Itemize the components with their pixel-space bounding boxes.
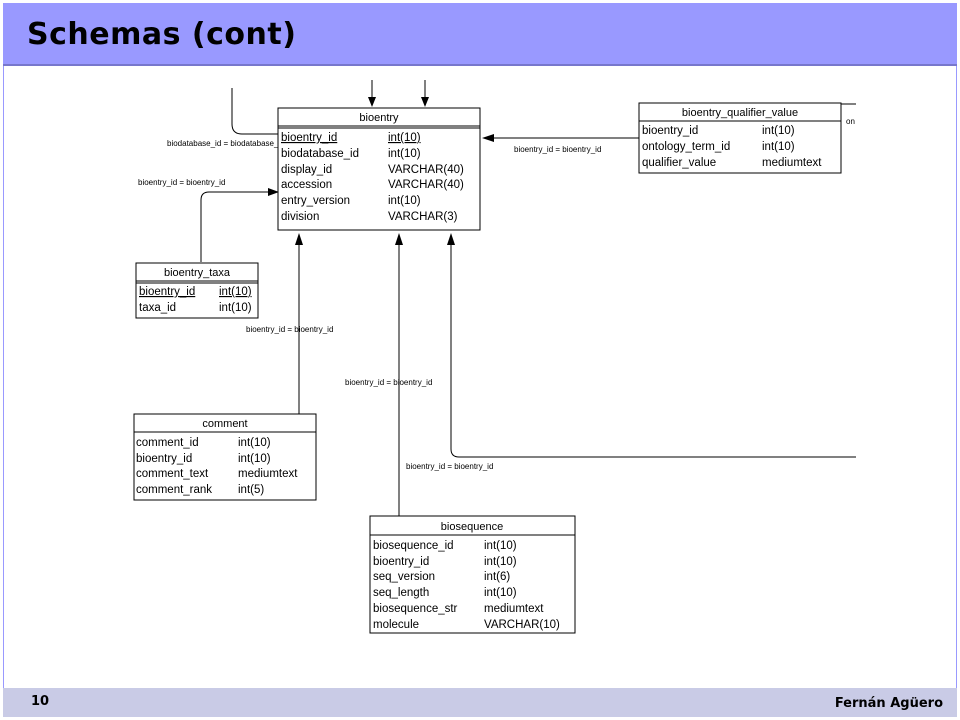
entity-bioentry-qualifier-value: bioentry_qualifier_value bioentry_id int… (638, 102, 842, 174)
entity-title: biosequence (441, 521, 503, 533)
column-name: molecule (373, 619, 419, 631)
arrowhead-offscreen (447, 233, 455, 245)
column-type: mediumtext (762, 157, 822, 169)
column-type: mediumtext (484, 603, 544, 615)
column-type: int(10) (388, 132, 421, 144)
entity-title: bioentry_qualifier_value (682, 107, 798, 119)
column-type: int(10) (238, 437, 271, 449)
column-name: seq_length (373, 587, 429, 599)
relationship-label-qualifier: bioentry_id = bioentry_id (514, 145, 601, 154)
page-number: 10 (31, 694, 50, 709)
column-name: entry_version (281, 195, 350, 207)
column-name: qualifier_value (642, 157, 716, 169)
left-border (3, 66, 4, 688)
relationship-label-truncated: on (846, 117, 855, 126)
column-name: division (281, 211, 319, 223)
column-name: accession (281, 179, 332, 191)
slide-title: Schemas (cont) (27, 17, 297, 52)
entity-biosequence: biosequence biosequence_id int(10) bioen… (369, 515, 576, 634)
entity-bioentry: bioentry bioentry_id int(10) biodatabase… (277, 107, 481, 231)
column-name: comment_id (136, 437, 199, 449)
column-name: taxa_id (139, 302, 176, 314)
arrowhead-qualifier (482, 134, 494, 142)
column-name: seq_version (373, 571, 435, 583)
column-name: bioentry_id (136, 453, 192, 465)
column-name: biosequence_id (373, 540, 454, 552)
entity-title: comment (202, 418, 247, 430)
column-name: bioentry_id (139, 286, 195, 298)
entity-title: bioentry_taxa (164, 267, 231, 279)
column-type: int(10) (238, 453, 271, 465)
entity-title: bioentry (359, 112, 399, 124)
column-type: int(10) (484, 556, 517, 568)
column-name: biosequence_str (373, 603, 458, 615)
entity-comment: comment comment_id int(10) bioentry_id i… (133, 413, 317, 501)
column-type: int(6) (484, 571, 510, 583)
column-name: biodatabase_id (281, 148, 359, 160)
column-type: int(10) (762, 125, 795, 137)
column-type: VARCHAR(10) (484, 619, 560, 631)
column-type: int(10) (388, 195, 421, 207)
connector-taxa (200, 191, 270, 262)
column-name: comment_text (136, 468, 209, 480)
column-type: mediumtext (238, 468, 298, 480)
column-type: int(10) (762, 141, 795, 153)
entity-bioentry-taxa: bioentry_taxa bioentry_id int(10) taxa_i… (135, 262, 259, 319)
column-type: int(5) (238, 484, 264, 496)
relationship-label-taxa: bioentry_id = bioentry_id (138, 178, 225, 187)
arrowhead-top-left (368, 97, 376, 107)
author-name: Fernán Agüero (834, 696, 943, 711)
relationship-label-offscreen: bioentry_id = bioentry_id (406, 462, 493, 471)
right-border (956, 66, 957, 688)
column-name: bioentry_id (642, 125, 698, 137)
column-type: int(10) (388, 148, 421, 160)
connector-offscreen (450, 244, 856, 458)
relationship-label-comment: bioentry_id = bioentry_id (246, 325, 333, 334)
footer-bar (3, 688, 957, 717)
title-bar: Schemas (cont) (3, 3, 957, 66)
relationship-label-biodatabase: biodatabase_id = biodatabase_id (167, 139, 285, 148)
column-name: bioentry_id (373, 556, 429, 568)
column-type: int(10) (484, 540, 517, 552)
column-type: VARCHAR(40) (388, 179, 464, 191)
arrowhead-taxa (268, 188, 279, 196)
column-name: ontology_term_id (642, 141, 730, 153)
connector-truncated-right (840, 103, 856, 111)
column-type: VARCHAR(40) (388, 164, 464, 176)
connector-biodatabase (231, 88, 278, 135)
column-type: int(10) (219, 286, 252, 298)
column-type: int(10) (484, 587, 517, 599)
column-name: bioentry_id (281, 132, 337, 144)
column-type: VARCHAR(3) (388, 211, 458, 223)
column-type: int(10) (219, 302, 252, 314)
relationship-label-biosequence: bioentry_id = bioentry_id (345, 378, 432, 387)
column-name: display_id (281, 164, 332, 176)
arrowhead-biosequence (395, 233, 403, 245)
arrowhead-top-right (421, 97, 429, 107)
arrowhead-comment (295, 233, 303, 245)
column-name: comment_rank (136, 484, 212, 496)
